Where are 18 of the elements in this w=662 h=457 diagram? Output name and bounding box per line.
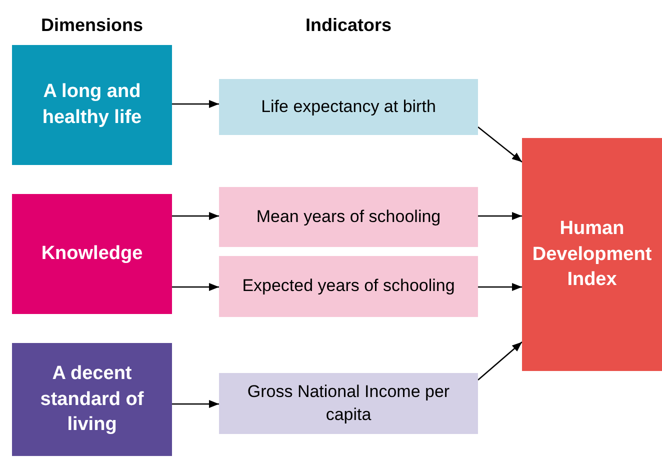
arrow — [478, 212, 522, 220]
node-box: Expected years of schooling — [219, 256, 478, 317]
node-box: Life expectancy at birth — [219, 79, 478, 135]
node-box: Mean years of schooling — [219, 187, 478, 247]
node-box: Knowledge — [12, 194, 172, 314]
node-box: Gross National Income per capita — [219, 373, 478, 434]
node-box: A long and healthy life — [12, 45, 172, 165]
arrow — [478, 126, 522, 162]
arrow — [478, 342, 522, 380]
arrow — [478, 283, 522, 291]
arrow — [172, 100, 219, 108]
arrow — [172, 212, 219, 220]
arrow — [172, 400, 219, 408]
arrow — [172, 283, 219, 291]
node-box: Human Development Index — [522, 138, 662, 371]
node-box: A decent standard of living — [12, 343, 172, 456]
column-heading: Indicators — [304, 14, 393, 37]
column-heading: Dimensions — [40, 14, 144, 37]
